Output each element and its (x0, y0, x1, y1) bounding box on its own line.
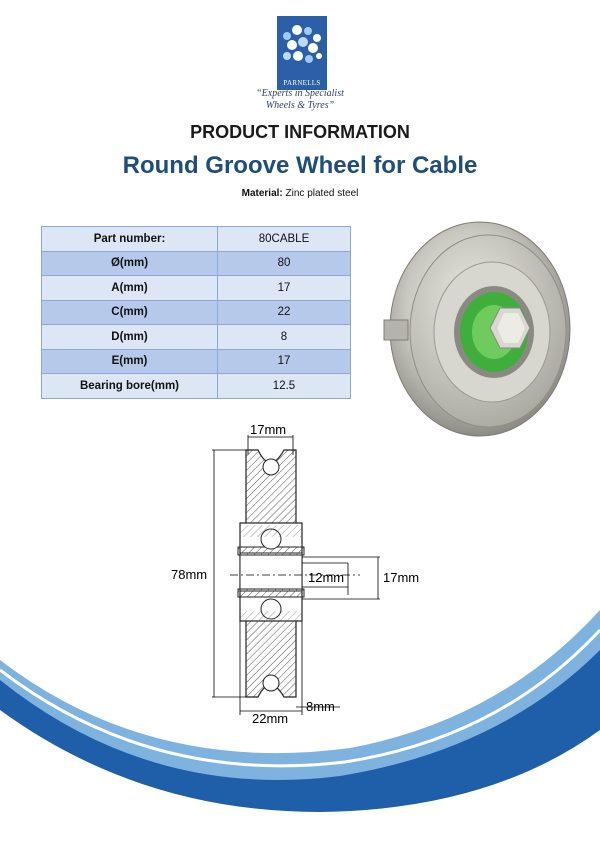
product-photo-wheel (383, 221, 571, 437)
footer-waves (0, 610, 600, 812)
material-line: Material: Zinc plated steel (0, 188, 600, 199)
table-row: A(mm)17 (41, 275, 351, 301)
table-row: D(mm)8 (41, 324, 351, 350)
spec-key: C(mm) (41, 299, 218, 325)
spec-key: Ø(mm) (41, 250, 218, 276)
spec-value: 22 (217, 299, 351, 325)
table-row: Ø(mm)80 (41, 250, 351, 276)
spec-value: 17 (217, 275, 351, 301)
spec-key: Bearing bore(mm) (41, 373, 218, 399)
table-row: E(mm)17 (41, 348, 351, 374)
spec-value: 80 (217, 250, 351, 276)
spec-key: Part number: (41, 226, 218, 252)
spec-key: A(mm) (41, 275, 218, 301)
table-row: Bearing bore(mm)12.5 (41, 373, 351, 399)
product-title: Round Groove Wheel for Cable (122, 152, 478, 179)
table-row: Part number:80CABLE (41, 226, 351, 252)
spec-value: 12.5 (217, 373, 351, 399)
spec-table: Part number:80CABLE Ø(mm)80 A(mm)17 C(mm… (41, 226, 351, 399)
dim-top-width: 17mm (250, 422, 287, 437)
dim-hub-width: 17mm (383, 570, 420, 585)
spec-value: 17 (217, 348, 351, 374)
logo-brand-text: PARNELLS (283, 79, 321, 87)
dim-overall-height: 78mm (171, 567, 208, 582)
spec-key: E(mm) (41, 348, 218, 374)
logo-tagline: “Experts in Specialist Wheels & Tyres” (230, 88, 370, 112)
material-value: Zinc plated steel (285, 188, 359, 199)
technical-drawing (212, 435, 380, 715)
spec-value: 8 (217, 324, 351, 350)
tagline-line-1: “Experts in Specialist (256, 88, 344, 99)
tagline-line-2: Wheels & Tyres” (265, 100, 335, 111)
dim-groove: 8mm (306, 699, 335, 714)
material-label: Material: (241, 188, 283, 199)
company-logo: PARNELLS (277, 16, 327, 90)
logo-wheels-icon (283, 25, 322, 63)
spec-key: D(mm) (41, 324, 218, 350)
spec-value: 80CABLE (217, 226, 351, 252)
page-heading: PRODUCT INFORMATION (190, 122, 410, 142)
dim-bottom-width: 22mm (252, 711, 289, 726)
table-row: C(mm)22 (41, 299, 351, 325)
dim-bore: 12mm (308, 570, 345, 585)
